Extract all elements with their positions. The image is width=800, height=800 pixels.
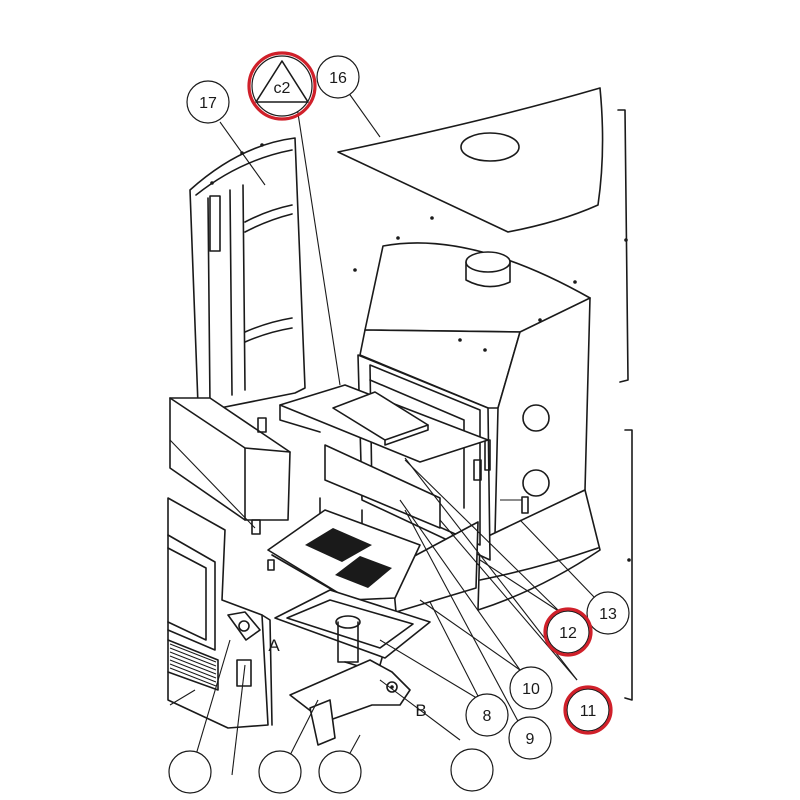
base-bracket (289, 659, 411, 746)
callout-10: 10 (509, 666, 553, 710)
baffle-plate (279, 384, 489, 463)
top-plate-part-16 (337, 87, 604, 233)
side-panel-part-17 (189, 137, 306, 411)
highlight-ring-11 (563, 685, 613, 735)
callout-17: 17 (186, 80, 230, 124)
front-door (167, 497, 273, 729)
callout-label-c2: c2 (274, 80, 291, 97)
label-a: A (268, 636, 280, 655)
callout-13: 13 (586, 591, 630, 635)
label-b: B (415, 701, 426, 720)
highlight-ring-12 (543, 607, 593, 657)
callout-8: 8 (465, 693, 509, 737)
callout-label-11: 11 (580, 703, 597, 720)
ash-grate (267, 509, 421, 613)
callout-label-10: 10 (522, 681, 540, 698)
callout-16: 16 (316, 55, 360, 99)
ash-pan (274, 589, 431, 673)
highlight-ring-c2 (247, 51, 317, 121)
callout-label-9: 9 (526, 731, 535, 748)
callout-9: 9 (508, 716, 552, 760)
callout-label-17: 17 (199, 95, 217, 112)
callout-12: 12 (543, 607, 593, 657)
callout-label-12: 12 (559, 625, 577, 642)
callout-cropped (168, 748, 494, 794)
callout-label-8: 8 (483, 708, 492, 725)
callout-label-13: 13 (599, 606, 617, 623)
callout-label-16: 16 (329, 70, 347, 87)
left-side-tile (169, 397, 291, 535)
callout-c2: c2 (247, 51, 317, 121)
right-side-panel-edge (617, 109, 633, 701)
callout-11: 11 (563, 685, 613, 735)
